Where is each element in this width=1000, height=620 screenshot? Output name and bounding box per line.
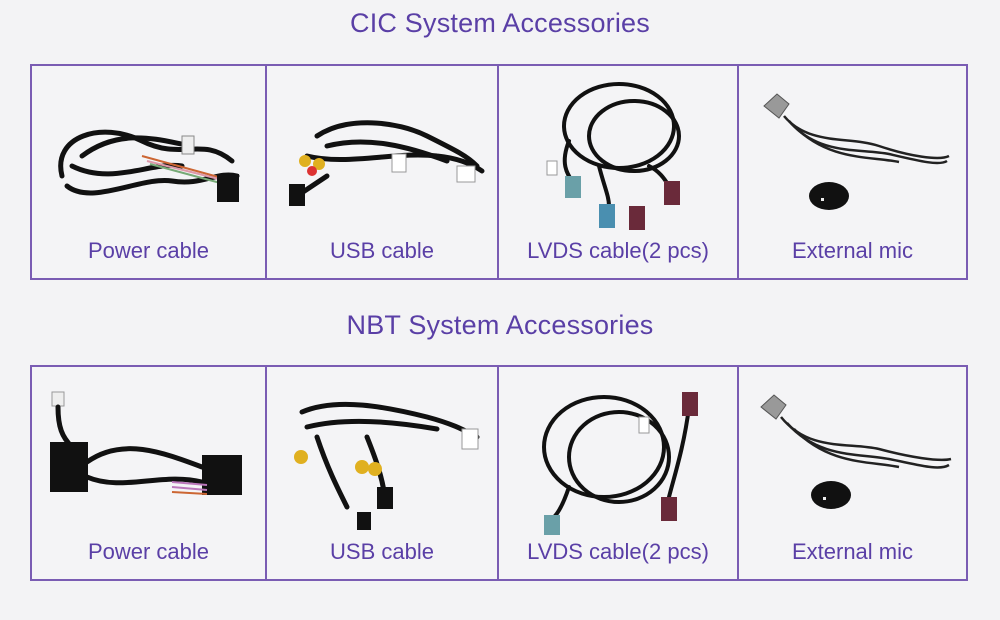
nbt-power-cable-cell: Power cable	[32, 367, 267, 579]
lvds-cable-image	[546, 82, 681, 230]
nbt-section-title: NBT System Accessories	[346, 310, 654, 340]
nbt-external-mic-label: External mic	[791, 539, 914, 564]
cic-external-mic-label: External mic	[791, 238, 914, 263]
cic-power-cable-cell: Power cable	[32, 66, 267, 278]
nbt-accessories-grid: Power cable USB cable	[30, 365, 968, 581]
nbt-external-mic-cell: External mic	[739, 367, 966, 579]
cic-lvds-cable-cell: LVDS cable(2 pcs)	[499, 66, 739, 278]
nbt-lvds-cable-label: LVDS cable(2 pcs)	[527, 539, 709, 564]
cic-external-mic-cell: External mic	[739, 66, 966, 278]
cic-power-cable-label: Power cable	[87, 238, 210, 263]
cic-usb-cable-cell: USB cable	[267, 66, 499, 278]
nbt-power-cable-label: Power cable	[87, 539, 210, 564]
usb-cable-image	[289, 120, 485, 206]
external-mic-image	[763, 93, 950, 210]
nbt-lvds-cable-cell: LVDS cable(2 pcs)	[499, 367, 739, 579]
usb-cable-image	[294, 401, 480, 530]
external-mic-image	[760, 394, 952, 509]
cic-lvds-cable-label: LVDS cable(2 pcs)	[527, 238, 709, 263]
cic-usb-cable-label: USB cable	[330, 238, 434, 263]
nbt-usb-cable-label: USB cable	[330, 539, 434, 564]
power-cable-image	[50, 391, 242, 495]
power-cable-image	[58, 129, 240, 202]
lvds-cable-image	[542, 392, 698, 535]
cic-accessories-grid: Power cable USB cable	[30, 64, 968, 280]
cic-section-title: CIC System Accessories	[350, 8, 650, 38]
nbt-usb-cable-cell: USB cable	[267, 367, 499, 579]
